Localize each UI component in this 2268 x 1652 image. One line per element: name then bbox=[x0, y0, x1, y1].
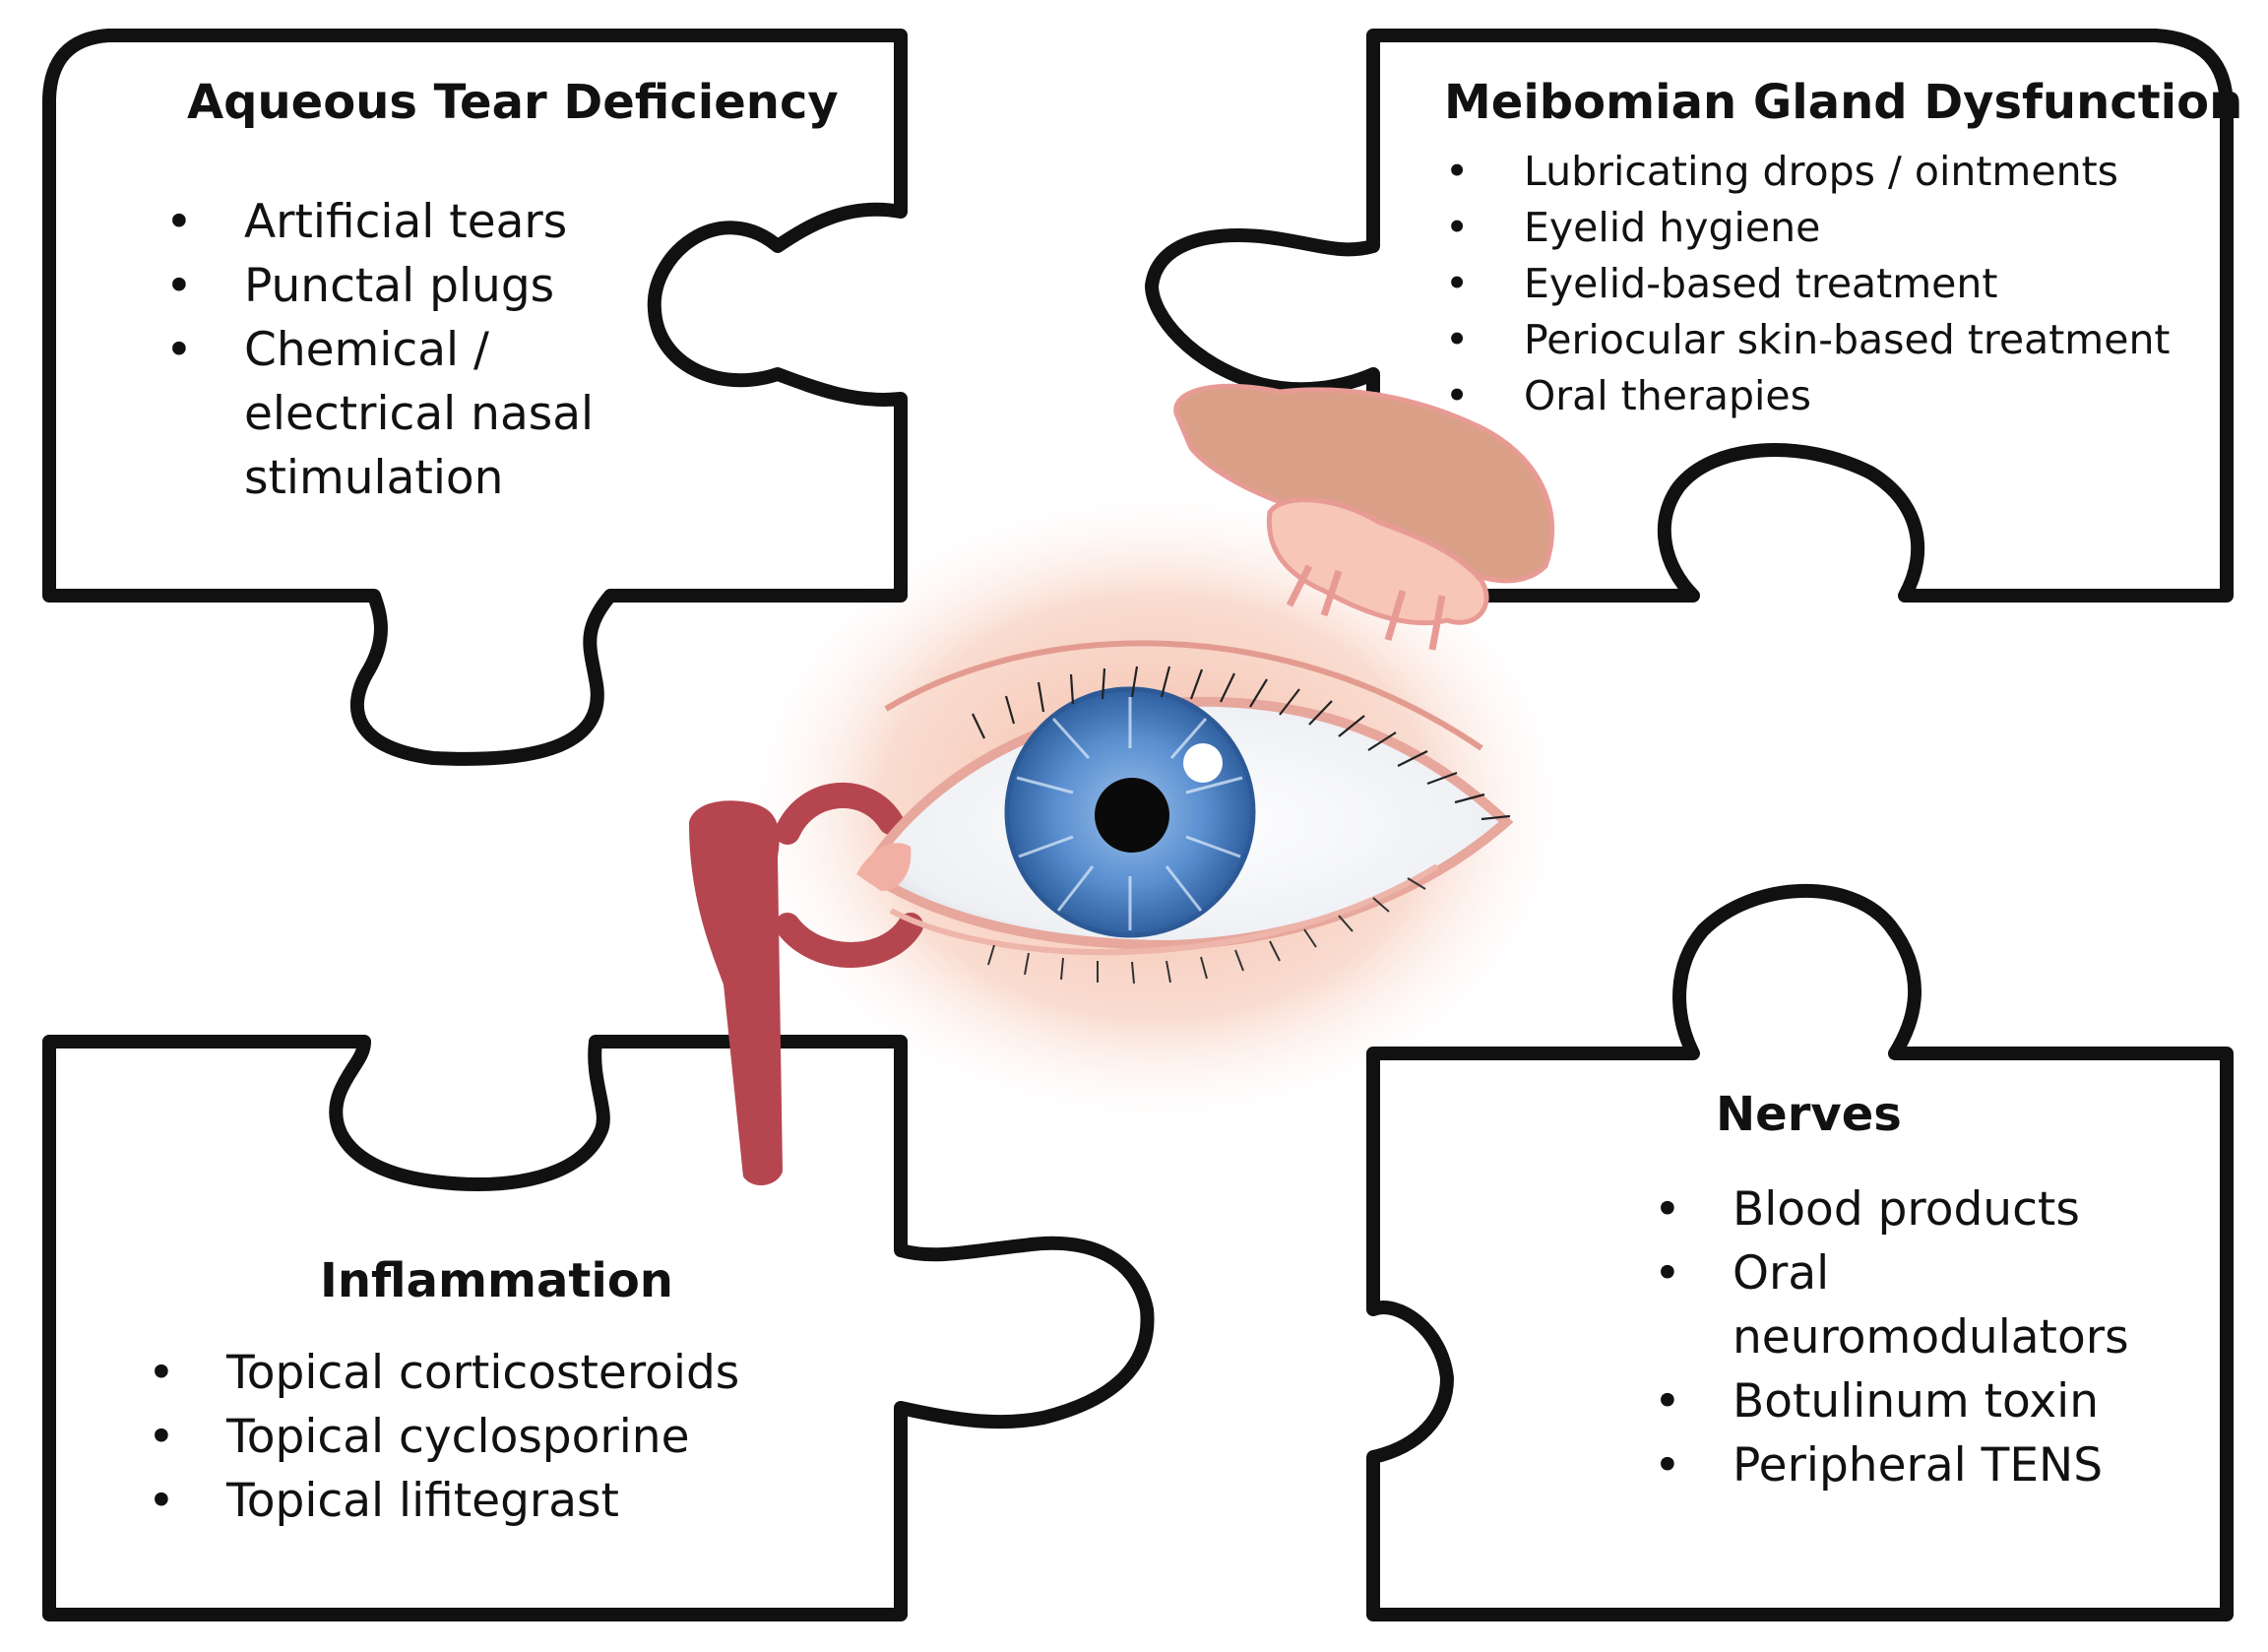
list-item: Chemical / bbox=[165, 318, 594, 382]
piece-list-aqueous: Artificial tears Punctal plugs Chemical … bbox=[165, 190, 594, 510]
piece-title-aqueous: Aqueous Tear Deficiency bbox=[187, 75, 839, 130]
list-item-continuation: neuromodulators bbox=[1732, 1310, 2129, 1365]
piece-list-nerves: Blood products Oral neuromodulators Botu… bbox=[1654, 1177, 2129, 1497]
list-item: Periocular skin-based treatment bbox=[1445, 312, 2171, 368]
lacrimal-gland-illustration bbox=[1173, 383, 1555, 651]
puzzle-piece-bottom-right bbox=[1366, 884, 2234, 1621]
piece-list-inflammation: Topical corticosteroids Topical cyclospo… bbox=[148, 1341, 739, 1533]
list-item: Peripheral TENS bbox=[1654, 1433, 2129, 1497]
list-item: Artificial tears bbox=[165, 190, 594, 254]
nasolacrimal-duct-illustration bbox=[689, 782, 923, 1186]
eye-illustration bbox=[856, 640, 1514, 985]
list-item: Eyelid-based treatment bbox=[1445, 256, 2171, 312]
list-item: Botulinum toxin bbox=[1654, 1369, 2129, 1433]
puzzle-piece-top-left bbox=[42, 29, 908, 766]
list-item: Topical corticosteroids bbox=[148, 1341, 739, 1405]
list-item: Topical cyclosporine bbox=[148, 1405, 739, 1469]
puzzle-piece-top-right bbox=[1145, 29, 2234, 603]
piece-list-meibomian: Lubricating drops / ointments Eyelid hyg… bbox=[1445, 144, 2171, 424]
piece-title-inflammation: Inflammation bbox=[320, 1253, 673, 1308]
list-item: Eyelid hygiene bbox=[1445, 200, 2171, 256]
list-item: Oral bbox=[1654, 1241, 2129, 1305]
list-item: Lubricating drops / ointments bbox=[1445, 144, 2171, 200]
list-item: Oral therapies bbox=[1445, 368, 2171, 424]
piece-title-meibomian: Meibomian Gland Dysfunction bbox=[1444, 75, 2243, 130]
piece-title-nerves: Nerves bbox=[1716, 1087, 1902, 1142]
puzzle-piece-bottom-left bbox=[42, 1035, 1155, 1621]
list-item-continuation: electrical nasal bbox=[244, 387, 595, 441]
list-item: Blood products bbox=[1654, 1177, 2129, 1241]
list-item: Topical lifitegrast bbox=[148, 1469, 739, 1533]
list-item-continuation: stimulation bbox=[244, 451, 504, 505]
list-item: Punctal plugs bbox=[165, 254, 594, 318]
